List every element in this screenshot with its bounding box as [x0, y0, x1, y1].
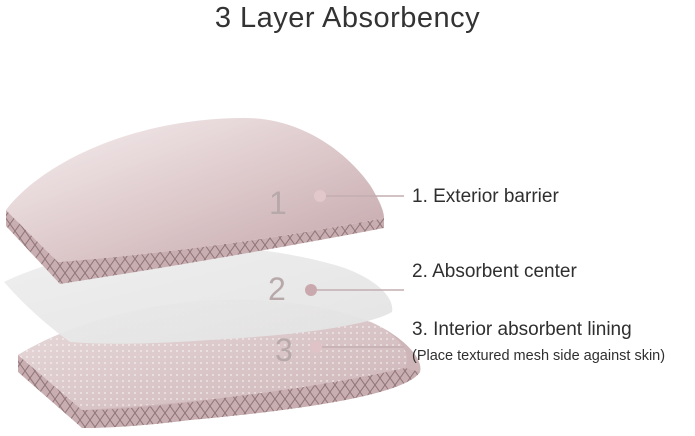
layer-3-label: 3. Interior absorbent lining: [412, 319, 632, 340]
layer-2-number: 2: [268, 271, 286, 307]
layer-3-leader-dot: [310, 341, 322, 353]
layer-1-number: 1: [269, 185, 287, 221]
layer-3-sublabel: (Place textured mesh side against skin): [412, 348, 666, 364]
layer-3-stitched-rim: [18, 355, 420, 428]
layer-1-label: 1. Exterior barrier: [412, 186, 559, 207]
diagram-title: 3 Layer Absorbency: [214, 2, 481, 34]
layer-1-leader-dot: [314, 190, 326, 202]
layer-2-leader-dot: [305, 284, 317, 296]
layer-1-stitched-rim: [6, 210, 384, 284]
layer-1-exterior-barrier: [6, 118, 384, 284]
layer-2-label: 2. Absorbent center: [412, 261, 577, 282]
layer-3-number: 3: [275, 332, 293, 368]
layer-1-surface: [6, 118, 384, 262]
